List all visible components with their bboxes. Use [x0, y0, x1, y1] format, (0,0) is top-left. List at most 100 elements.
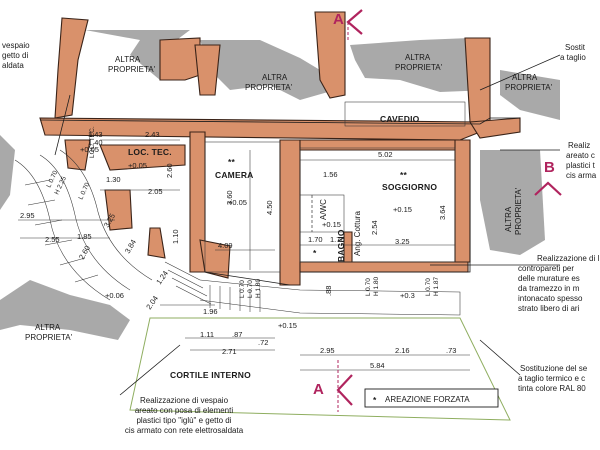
svg-text:cis armato con rete elettrosal: cis armato con rete elettrosaldata — [125, 426, 244, 435]
svg-text:contropareti per: contropareti per — [518, 264, 574, 273]
svg-text:1.56: 1.56 — [323, 170, 338, 179]
svg-text:Sostituzione del se: Sostituzione del se — [520, 364, 588, 373]
svg-text:.72: .72 — [258, 338, 268, 347]
svg-text:Sostit: Sostit — [565, 43, 586, 52]
annotation-right-1: Realiz areato c plastici t cis arma — [566, 141, 597, 180]
living-room-stars: ** — [400, 170, 408, 180]
annotation-right-2: Realizzazione di l contropareti per dell… — [518, 254, 599, 313]
svg-text:2.54: 2.54 — [370, 220, 379, 235]
svg-text:PROPRIETA': PROPRIETA' — [108, 65, 156, 74]
dimension-lines — [18, 139, 470, 371]
room-cavedio: CAVEDIO — [380, 114, 420, 124]
svg-text:+0.06: +0.06 — [105, 291, 124, 300]
svg-text:1.96: 1.96 — [203, 307, 218, 316]
svg-text:+0.05: +0.05 — [80, 145, 99, 154]
bedroom-stars: ** — [228, 157, 236, 167]
courtyard-outline — [129, 317, 511, 421]
svg-text:L 0.70: L 0.70 — [365, 278, 372, 296]
svg-text:H 1.80: H 1.80 — [255, 278, 262, 298]
svg-text:4.50: 4.50 — [265, 200, 274, 215]
neighbour-areas — [0, 30, 560, 340]
svg-text:3.25: 3.25 — [395, 237, 410, 246]
svg-text:1.70: 1.70 — [308, 235, 323, 244]
svg-text:areato con posa di elementi: areato con posa di elementi — [135, 406, 234, 415]
svg-text:5.84: 5.84 — [370, 361, 385, 370]
cavedio-box — [344, 101, 466, 127]
svg-text:+0.3: +0.3 — [400, 291, 415, 300]
leader-lines — [54, 54, 561, 396]
svg-text:1.24: 1.24 — [154, 269, 170, 286]
annotation-top-right: Sostit a taglio — [560, 43, 586, 62]
svg-text:PROPRIETA': PROPRIETA' — [505, 83, 553, 92]
svg-text:vespaio: vespaio — [2, 41, 30, 50]
room-cortile: CORTILE INTERNO — [170, 370, 251, 380]
annotation-bottom: Realizzazione di vespaio areato con posa… — [125, 396, 244, 435]
svg-text:cis arma: cis arma — [566, 171, 597, 180]
svg-text:.88: .88 — [324, 286, 333, 296]
svg-text:+0.05: +0.05 — [228, 198, 247, 207]
room-soggiorno: SOGGIORNO — [382, 182, 437, 192]
svg-text:2.95: 2.95 — [320, 346, 335, 355]
annotation-right-3: Sostituzione del se a taglio termico e c… — [518, 364, 588, 393]
room-camera: CAMERA — [215, 170, 254, 180]
svg-text:1.70: 1.70 — [330, 235, 345, 244]
svg-text:a taglio: a taglio — [560, 53, 586, 62]
svg-text:2.60: 2.60 — [165, 163, 174, 178]
svg-text:1.30: 1.30 — [106, 175, 121, 184]
building-outline — [39, 117, 520, 286]
svg-text:+0.05: +0.05 — [128, 161, 147, 170]
svg-text:Realiz: Realiz — [568, 141, 590, 150]
svg-text:Realizzazione di vespaio: Realizzazione di vespaio — [140, 396, 229, 405]
stairs — [164, 261, 461, 316]
svg-text:AREAZIONE FORZATA: AREAZIONE FORZATA — [385, 395, 470, 404]
room-loc-tec: LOC. TEC. — [128, 147, 172, 157]
svg-text:+0.15: +0.15 — [278, 321, 297, 330]
svg-text:.87: .87 — [232, 330, 242, 339]
svg-text:3.64: 3.64 — [438, 205, 447, 220]
svg-text:plastici t: plastici t — [566, 161, 596, 170]
svg-text:PROPRIETA': PROPRIETA' — [245, 83, 293, 92]
svg-text:2.43: 2.43 — [145, 130, 160, 139]
svg-text:1.85: 1.85 — [77, 232, 92, 241]
svg-text:A: A — [333, 11, 344, 28]
bathroom-star: * — [313, 248, 317, 258]
altra-proprieta-5: ALTRA PROPRIETA' — [504, 187, 523, 235]
svg-text:3.84: 3.84 — [123, 238, 138, 255]
svg-text:ALTRA: ALTRA — [504, 206, 513, 232]
room-loc-tec-small: LOC. TEC. — [89, 126, 96, 158]
svg-text:2.71: 2.71 — [222, 347, 237, 356]
svg-text:2.05: 2.05 — [148, 187, 163, 196]
svg-text:ALTRA: ALTRA — [512, 73, 538, 82]
svg-text:L 0.70: L 0.70 — [425, 278, 432, 296]
bedroom-outline — [204, 141, 281, 273]
svg-text:*: * — [373, 395, 377, 405]
svg-text:areato c: areato c — [566, 151, 595, 160]
svg-text:L 0.70: L 0.70 — [77, 181, 91, 200]
svg-text:A: A — [313, 381, 324, 398]
svg-text:5.02: 5.02 — [378, 150, 393, 159]
svg-text:H 1.87: H 1.87 — [433, 276, 440, 296]
walls — [39, 11, 521, 286]
svg-text:B: B — [544, 159, 555, 176]
section-marker-a-bottom: A — [313, 360, 353, 412]
svg-text:Realizzazione di l: Realizzazione di l — [537, 254, 599, 263]
svg-text:ALTRA: ALTRA — [115, 55, 141, 64]
svg-text:tinta colore RAL 80: tinta colore RAL 80 — [518, 384, 586, 393]
svg-text:ALTRA: ALTRA — [262, 73, 288, 82]
svg-text:2.04: 2.04 — [144, 294, 160, 311]
room-angolo-cottura: Ang. Cottura — [353, 211, 362, 256]
svg-text:1.43: 1.43 — [88, 130, 103, 139]
svg-text:1.10: 1.10 — [171, 229, 180, 244]
svg-text:4.09: 4.09 — [218, 241, 233, 250]
room-wc: A/WC — [319, 199, 328, 220]
altra-proprieta-2: ALTRA PROPRIETA' — [245, 73, 293, 92]
svg-text:plastici tipo "iglù" e getto d: plastici tipo "iglù" e getto di — [136, 416, 231, 425]
room-bagno: BAGNO — [336, 229, 346, 262]
section-marker-a-top: A — [333, 9, 363, 40]
svg-text:intonacato spesso: intonacato spesso — [518, 294, 583, 303]
svg-text:L 0.70: L 0.70 — [239, 280, 246, 298]
svg-text:PROPRIETA': PROPRIETA' — [25, 333, 73, 342]
wall-top-left-pillar — [54, 17, 89, 119]
svg-text:getto di: getto di — [2, 51, 28, 60]
